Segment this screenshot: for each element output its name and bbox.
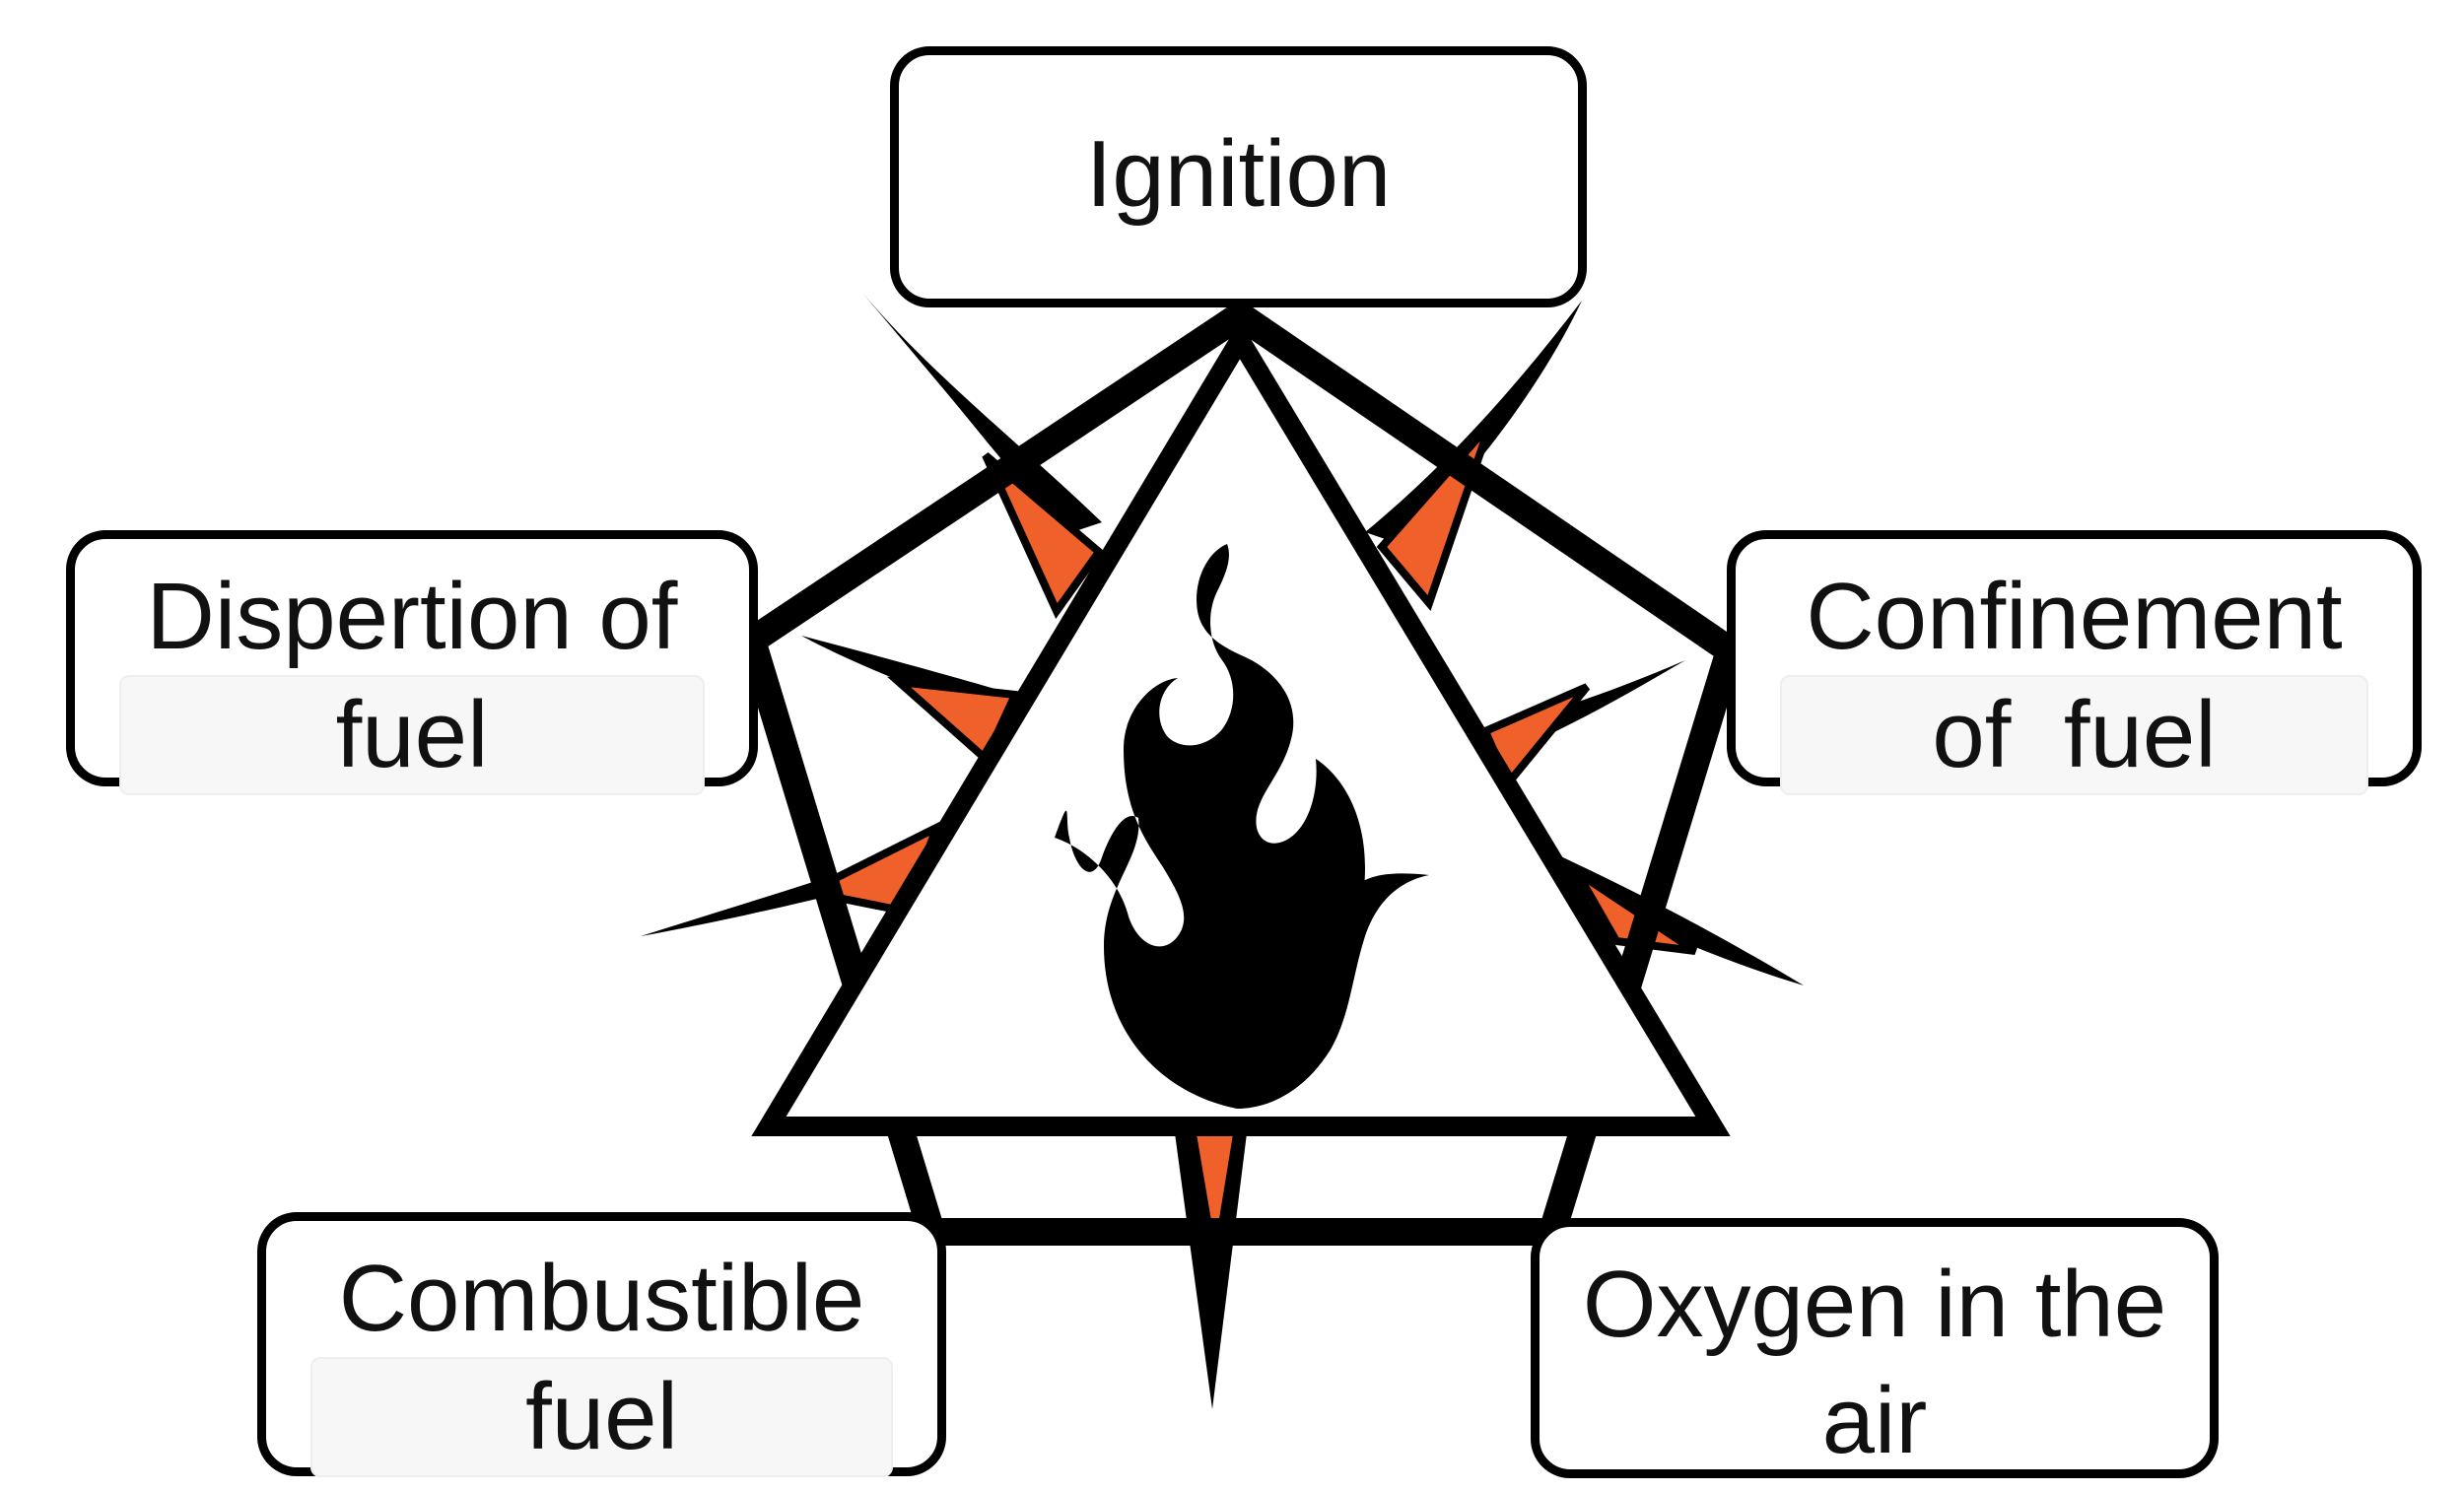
confinement-of-fuel-box: Confinement of fuel bbox=[1727, 530, 2422, 796]
oxygen-in-the-air-box: Oxygen in the air bbox=[1531, 1218, 2219, 1478]
spike-upper-right bbox=[1365, 301, 1582, 544]
spike-right-lower bbox=[1545, 852, 1804, 985]
confinement-label-line-1: Confinement bbox=[1806, 564, 2343, 669]
spike-bottom bbox=[1175, 1133, 1247, 1409]
oxygen-label-line-2: air bbox=[1821, 1368, 1928, 1474]
dispersion-label-line-1: Dispertion of bbox=[146, 564, 678, 669]
spike-upper-left bbox=[862, 293, 1102, 532]
dispersion-label-line-2: fuel bbox=[119, 675, 705, 796]
pentagon-outline bbox=[738, 302, 1744, 1246]
ignition-label: Ignition bbox=[1085, 121, 1392, 227]
combustible-fuel-box: Combustible fuel bbox=[257, 1212, 946, 1478]
dispersion-of-fuel-box: Dispertion of fuel bbox=[66, 530, 758, 796]
flame-icon bbox=[1055, 544, 1429, 1109]
combustible-label-line-2: fuel bbox=[310, 1357, 893, 1478]
oxygen-label-line-1: Oxygen in the bbox=[1582, 1252, 2167, 1357]
confinement-label-line-2: of fuel bbox=[1780, 675, 2368, 796]
spike-upper-left-core bbox=[982, 451, 1105, 619]
flame-main bbox=[1055, 544, 1429, 1109]
combustible-label-line-1: Combustible bbox=[338, 1246, 865, 1351]
ignition-box: Ignition bbox=[890, 46, 1587, 307]
